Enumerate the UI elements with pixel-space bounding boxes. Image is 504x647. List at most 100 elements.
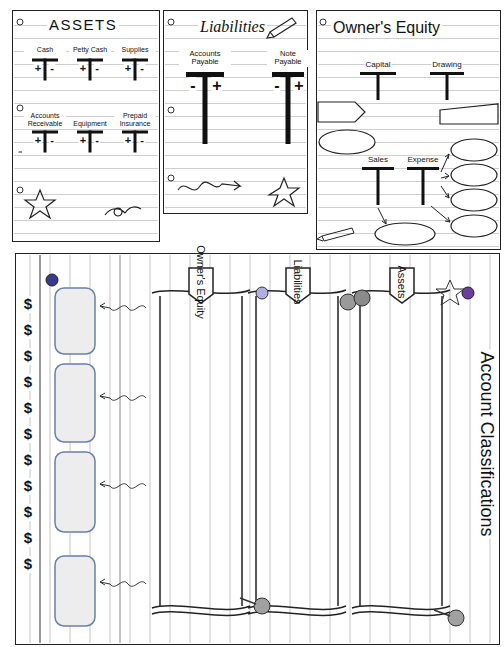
- push-pin: [256, 287, 268, 299]
- equity-callout: [451, 139, 497, 161]
- equity-arrow: [317, 228, 354, 241]
- equity-callout: [318, 102, 365, 122]
- t-account: [44, 59, 47, 81]
- classification-column: [160, 296, 242, 606]
- account-name: Equipment: [69, 120, 111, 128]
- left-sign: -: [189, 77, 196, 95]
- answer-box: [55, 288, 95, 626]
- equity-callout: [451, 215, 497, 237]
- account-name: Supplies: [114, 46, 156, 54]
- classification-column: [152, 290, 450, 615]
- right-sign: -: [94, 62, 100, 74]
- equity-callout: [318, 102, 498, 245]
- push-pin: [436, 280, 464, 305]
- answer-box: [55, 288, 95, 354]
- left-sign: +: [79, 62, 87, 74]
- dollar-sign: $: [23, 452, 33, 469]
- ruled-paper: [17, 255, 498, 643]
- equity-callout: [440, 104, 498, 124]
- t-account: [134, 59, 137, 81]
- banner-label: Assets: [396, 263, 408, 300]
- push-pin: [340, 294, 356, 310]
- t-account: [203, 72, 208, 144]
- binder-hole: [320, 19, 326, 25]
- dollar-sign: $: [23, 296, 33, 313]
- equity-arrow: [441, 173, 449, 179]
- account-name: Expense: [406, 156, 439, 165]
- t-account: [89, 131, 92, 153]
- doodle: [25, 190, 55, 218]
- push-pin: [46, 274, 58, 286]
- answer-box: [55, 556, 95, 626]
- doodle: [105, 207, 141, 216]
- account-name: Prepaid Insurance: [114, 112, 156, 127]
- dollar-sign: $: [23, 348, 33, 365]
- doodle: [267, 18, 296, 38]
- classification-banner: Owner's Equity: [188, 267, 214, 304]
- doodle: [178, 181, 240, 190]
- push-pin: [354, 290, 370, 306]
- doodle: [269, 178, 299, 206]
- left-sign: +: [124, 62, 132, 74]
- left-sign: +: [34, 134, 42, 146]
- panel-title: Owner's Equity: [331, 19, 442, 37]
- right-sign: -: [49, 62, 55, 74]
- push-pin: [254, 598, 270, 614]
- right-sign: -: [139, 134, 145, 146]
- classification-banner: Assets: [389, 267, 415, 304]
- t-account: [446, 72, 449, 100]
- classification-column: [360, 296, 442, 606]
- equity-callout: [451, 164, 497, 186]
- equity-arrow: [317, 154, 450, 241]
- answer-box: [55, 452, 95, 532]
- push-pin: [434, 610, 450, 616]
- left-sign: -: [273, 77, 280, 95]
- binder-hole: [17, 19, 326, 193]
- dollar-sign: $: [23, 478, 33, 495]
- squiggle-arrow: [100, 481, 146, 488]
- dollar-sign: $: [23, 556, 33, 573]
- squiggle-arrow: [100, 303, 146, 310]
- push-pin: [448, 610, 464, 626]
- push-pin: [240, 598, 256, 604]
- classification-column: [152, 606, 250, 616]
- ruled-paper: [318, 24, 499, 248]
- ruled-paper: [14, 24, 158, 240]
- t-account: [286, 72, 291, 144]
- ruled-paper: [40, 255, 41, 643]
- right-sign: -: [94, 134, 100, 146]
- account-name: Drawing: [431, 61, 462, 70]
- account-name: Capital: [365, 61, 392, 70]
- dollar-sign: $: [23, 322, 33, 339]
- push-pin: [46, 274, 474, 626]
- dollar-sign: $: [23, 530, 33, 547]
- dollar-sign: $: [23, 504, 33, 521]
- squiggle-arrow: [100, 579, 146, 586]
- answer-box: [55, 364, 95, 442]
- binder-hole: [17, 187, 23, 193]
- account-name: Sales: [367, 156, 389, 165]
- ruled-paper: [120, 255, 121, 643]
- classification-column: [352, 606, 450, 616]
- right-sign: -: [139, 62, 145, 74]
- binder-hole: [17, 19, 23, 25]
- equity-arrow: [441, 154, 449, 172]
- equity-callout: [319, 130, 375, 154]
- equity-callout: [451, 189, 497, 211]
- equity-arrow: [431, 206, 450, 222]
- left-sign: +: [79, 134, 87, 146]
- right-sign: +: [211, 77, 222, 95]
- t-account: [377, 72, 380, 100]
- panel-title: ASSETS: [47, 17, 119, 34]
- panel-title: Liabilities: [198, 18, 267, 36]
- liabilities-panel: Liabilities: [163, 10, 308, 214]
- binder-hole: [17, 105, 23, 111]
- panel-title: Account Classifications: [476, 349, 496, 538]
- t-account: [377, 167, 380, 205]
- account-name: Cash: [24, 46, 66, 54]
- binder-hole: [168, 19, 174, 25]
- t-account: [32, 59, 464, 206]
- binder-hole: [168, 107, 174, 113]
- owners-equity-panel: Owner's Equity: [316, 10, 501, 250]
